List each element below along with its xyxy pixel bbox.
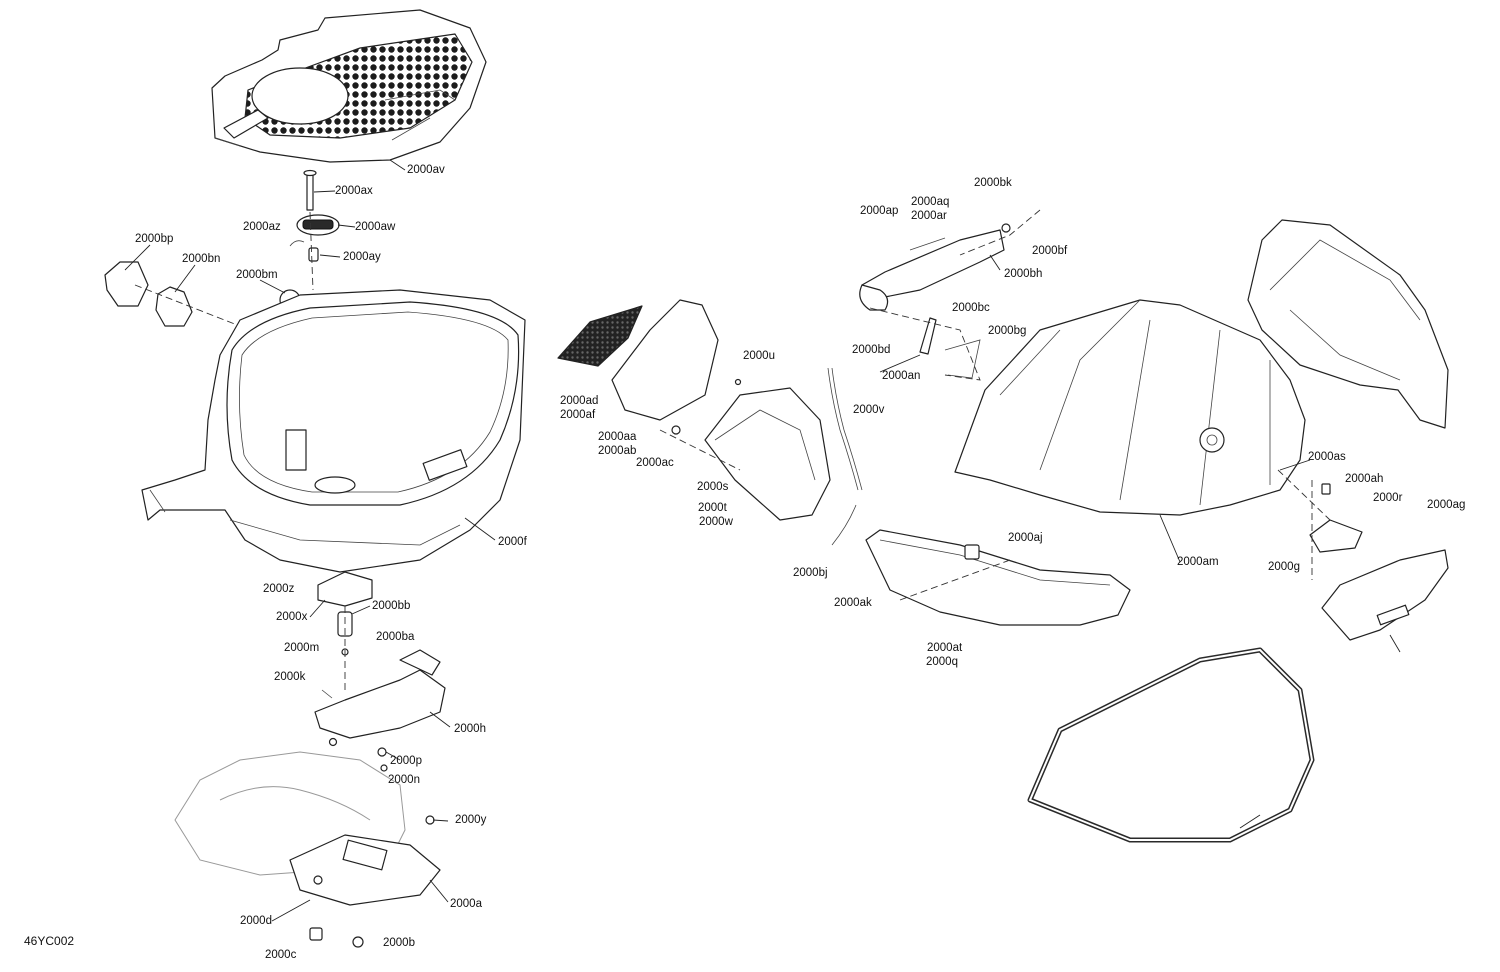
callout-label: 2000bb (372, 600, 410, 612)
brand-badge (223, 109, 269, 139)
storage-bin (141, 289, 526, 573)
center-lid-oval (251, 67, 349, 125)
callout-label: 2000ax (335, 185, 373, 197)
callout-label: 2000v (853, 404, 885, 416)
callout-label: 2000bk (974, 177, 1012, 189)
callout-label: 2000m (284, 642, 319, 654)
callout-label: 2000as (1308, 451, 1346, 463)
callout-label: 2000k (274, 671, 306, 683)
grille-insert (557, 305, 643, 367)
callout-label: 2000ad (560, 395, 598, 407)
callout-label: 2000n (388, 774, 420, 786)
callout-label: 2000bd (852, 344, 890, 356)
callout-label: 2000t (698, 502, 728, 514)
callout-label: 2000y (455, 814, 487, 826)
callout-label: 2000f (498, 536, 528, 548)
callout-label: 2000bc (952, 302, 990, 314)
callout-label: 2000ar (911, 210, 947, 222)
callout-label: 2000aa (598, 431, 637, 443)
callout-label: 2000g (1268, 561, 1300, 573)
callout-label: 2000av (407, 164, 445, 176)
callout-label: 2000bp (135, 233, 173, 245)
callout-label: 2000d (240, 915, 272, 927)
callout-label: 2000r (1373, 492, 1403, 504)
callout-label: 2000bh (1004, 268, 1042, 280)
callout-label: 2000ac (636, 457, 674, 469)
callout-label: 2000bn (182, 253, 220, 265)
callout-label: 2000bm (236, 269, 278, 281)
callout-label: 2000bf (1032, 245, 1068, 257)
top-mesh-cover (211, 9, 487, 163)
callout-label: 2000ba (376, 631, 415, 643)
fastener-stack (289, 169, 340, 291)
main-lid (954, 299, 1306, 516)
callout-label: 2000b (383, 937, 415, 949)
callout-label: 2000ag (1427, 499, 1465, 511)
callout-label: 2000ah (1345, 473, 1383, 485)
callout-label: 2000ap (860, 205, 898, 217)
hinge-assembly (859, 223, 1011, 379)
callout-label: 2000s (697, 481, 729, 493)
callout-label: 2000at (927, 642, 963, 654)
callout-label: 2000bj (793, 567, 828, 579)
callout-label: 2000an (882, 370, 920, 382)
lower-frame-plate (174, 751, 441, 948)
center-panels (557, 299, 863, 546)
callout-label: 2000ab (598, 445, 636, 457)
callout-label: 2000z (263, 583, 295, 595)
leader-lines (124, 159, 1401, 922)
callout-label: 2000c (265, 949, 297, 961)
reference-code: 46YC002 (24, 934, 74, 948)
callout-label: 2000a (450, 898, 483, 910)
lid-seal (1027, 647, 1315, 843)
lower-latch-parts (314, 571, 446, 772)
assembly-lines (659, 209, 1331, 601)
callout-label: 2000u (743, 350, 775, 362)
callout-label: 2000aj (1008, 532, 1043, 544)
callout-label: 2000aq (911, 196, 949, 208)
callout-label: 2000q (926, 656, 958, 668)
rear-lid-shell (1247, 219, 1449, 429)
front-trim-panel (865, 529, 1131, 626)
callout-label: 2000bg (988, 325, 1026, 337)
callout-label: 2000ak (834, 597, 872, 609)
callout-label: 2000am (1177, 556, 1219, 568)
callout-label: 2000af (560, 409, 596, 421)
callout-label: 2000w (699, 516, 734, 528)
latch-cover-parts (1309, 483, 1449, 641)
callout-label: 2000h (454, 723, 486, 735)
callout-label: 2000p (390, 755, 422, 767)
callout-label: 2000az (243, 221, 281, 233)
callout-label: 2000aw (355, 221, 396, 233)
callout-label: 2000x (276, 611, 308, 623)
callout-labels: 2000av 2000ax 2000aw 2000az 2000ay 2000bp 2000… (135, 164, 1465, 961)
callout-label: 2000ay (343, 251, 381, 263)
